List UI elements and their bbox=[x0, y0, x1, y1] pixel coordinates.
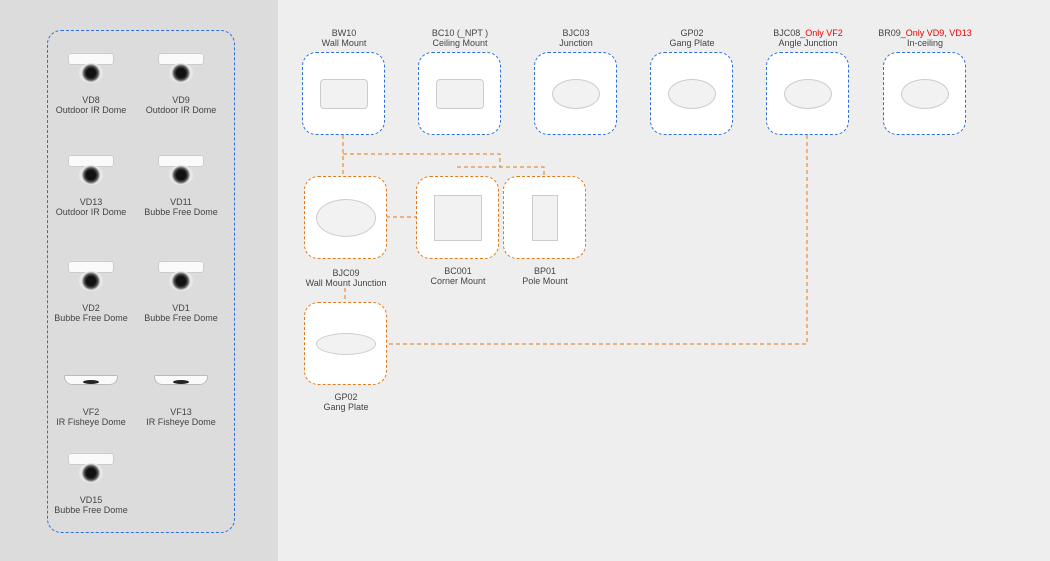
camera-name: IR Fisheye Dome bbox=[146, 417, 216, 427]
mount-card[interactable] bbox=[304, 302, 387, 385]
camera-name: Bubbe Free Dome bbox=[144, 313, 218, 323]
mount-card[interactable] bbox=[766, 52, 849, 135]
mount-name: Angle Junction bbox=[778, 38, 838, 48]
mount-image bbox=[900, 78, 949, 109]
camera-image bbox=[64, 361, 118, 403]
connector-line bbox=[342, 135, 808, 345]
mount-card[interactable] bbox=[534, 52, 617, 135]
mount-code: BR09_ bbox=[878, 28, 906, 38]
mount-card[interactable] bbox=[883, 52, 966, 135]
mount-name: Pole Mount bbox=[522, 276, 568, 286]
camera-code: VD1 bbox=[172, 303, 190, 313]
camera-code: VF13 bbox=[170, 407, 192, 417]
mount-image bbox=[667, 78, 716, 109]
mount-code: BC10 (_NPT ) bbox=[431, 28, 489, 38]
mount-image bbox=[435, 78, 484, 109]
camera-name: Bubbe Free Dome bbox=[54, 313, 128, 323]
camera-code: VD11 bbox=[170, 197, 192, 207]
camera-image bbox=[154, 151, 208, 193]
mount-image bbox=[315, 332, 376, 355]
mount-image bbox=[783, 78, 832, 109]
mount-name: Wall Mount bbox=[321, 38, 367, 48]
mount-name: In-ceiling bbox=[906, 38, 944, 48]
camera-name: Bubbe Free Dome bbox=[144, 207, 218, 217]
camera-code: VD8 bbox=[82, 95, 100, 105]
mount-label: BC10 (_NPT )Ceiling Mount bbox=[400, 28, 520, 48]
camera-name: Outdoor IR Dome bbox=[55, 207, 127, 217]
mount-code: BP01 bbox=[533, 266, 557, 276]
mount-code: BW10 bbox=[331, 28, 357, 38]
camera-name: Bubbe Free Dome bbox=[54, 505, 128, 515]
mount-card[interactable] bbox=[418, 52, 501, 135]
mount-image bbox=[315, 198, 376, 237]
camera-code: VD15 bbox=[79, 495, 103, 505]
mount-card[interactable] bbox=[503, 176, 586, 259]
camera-code: VD9 bbox=[172, 95, 190, 105]
mount-code: BJC03 bbox=[562, 28, 590, 38]
mount-card[interactable] bbox=[650, 52, 733, 135]
mount-name: Corner Mount bbox=[430, 276, 486, 286]
camera-image bbox=[154, 361, 208, 403]
camera-image bbox=[154, 49, 208, 91]
mount-code: GP02 bbox=[680, 28, 704, 38]
mount-code: BJC08_ bbox=[773, 28, 806, 38]
mount-card[interactable] bbox=[416, 176, 499, 259]
mount-name: Gang Plate bbox=[669, 38, 715, 48]
mount-name: Gang Plate bbox=[323, 402, 369, 412]
mount-image bbox=[531, 194, 558, 241]
mount-name: Wall Mount Junction bbox=[305, 278, 387, 288]
mount-image bbox=[319, 78, 368, 109]
mount-name: Junction bbox=[559, 38, 593, 48]
camera-name: Outdoor IR Dome bbox=[145, 105, 217, 115]
camera-code: VD2 bbox=[82, 303, 100, 313]
camera-image bbox=[64, 151, 118, 193]
mount-name: Ceiling Mount bbox=[432, 38, 488, 48]
mount-code: GP02 bbox=[334, 392, 358, 402]
camera-image bbox=[154, 257, 208, 299]
mount-code: BC001 bbox=[444, 266, 472, 276]
camera-image bbox=[64, 257, 118, 299]
mount-image bbox=[433, 194, 482, 241]
camera-name: Outdoor IR Dome bbox=[55, 105, 127, 115]
mount-compat-note: Only VF2 bbox=[805, 28, 843, 38]
camera-image bbox=[64, 449, 118, 491]
mount-code: BJC09 bbox=[332, 268, 360, 278]
mount-compat-note: Only VD9, VD13 bbox=[905, 28, 972, 38]
camera-code: VF2 bbox=[82, 407, 100, 417]
mount-card[interactable] bbox=[304, 176, 387, 259]
camera-name: IR Fisheye Dome bbox=[56, 417, 126, 427]
camera-image bbox=[64, 49, 118, 91]
mount-image bbox=[551, 78, 600, 109]
camera-code: VD13 bbox=[79, 197, 103, 207]
mount-card[interactable] bbox=[302, 52, 385, 135]
